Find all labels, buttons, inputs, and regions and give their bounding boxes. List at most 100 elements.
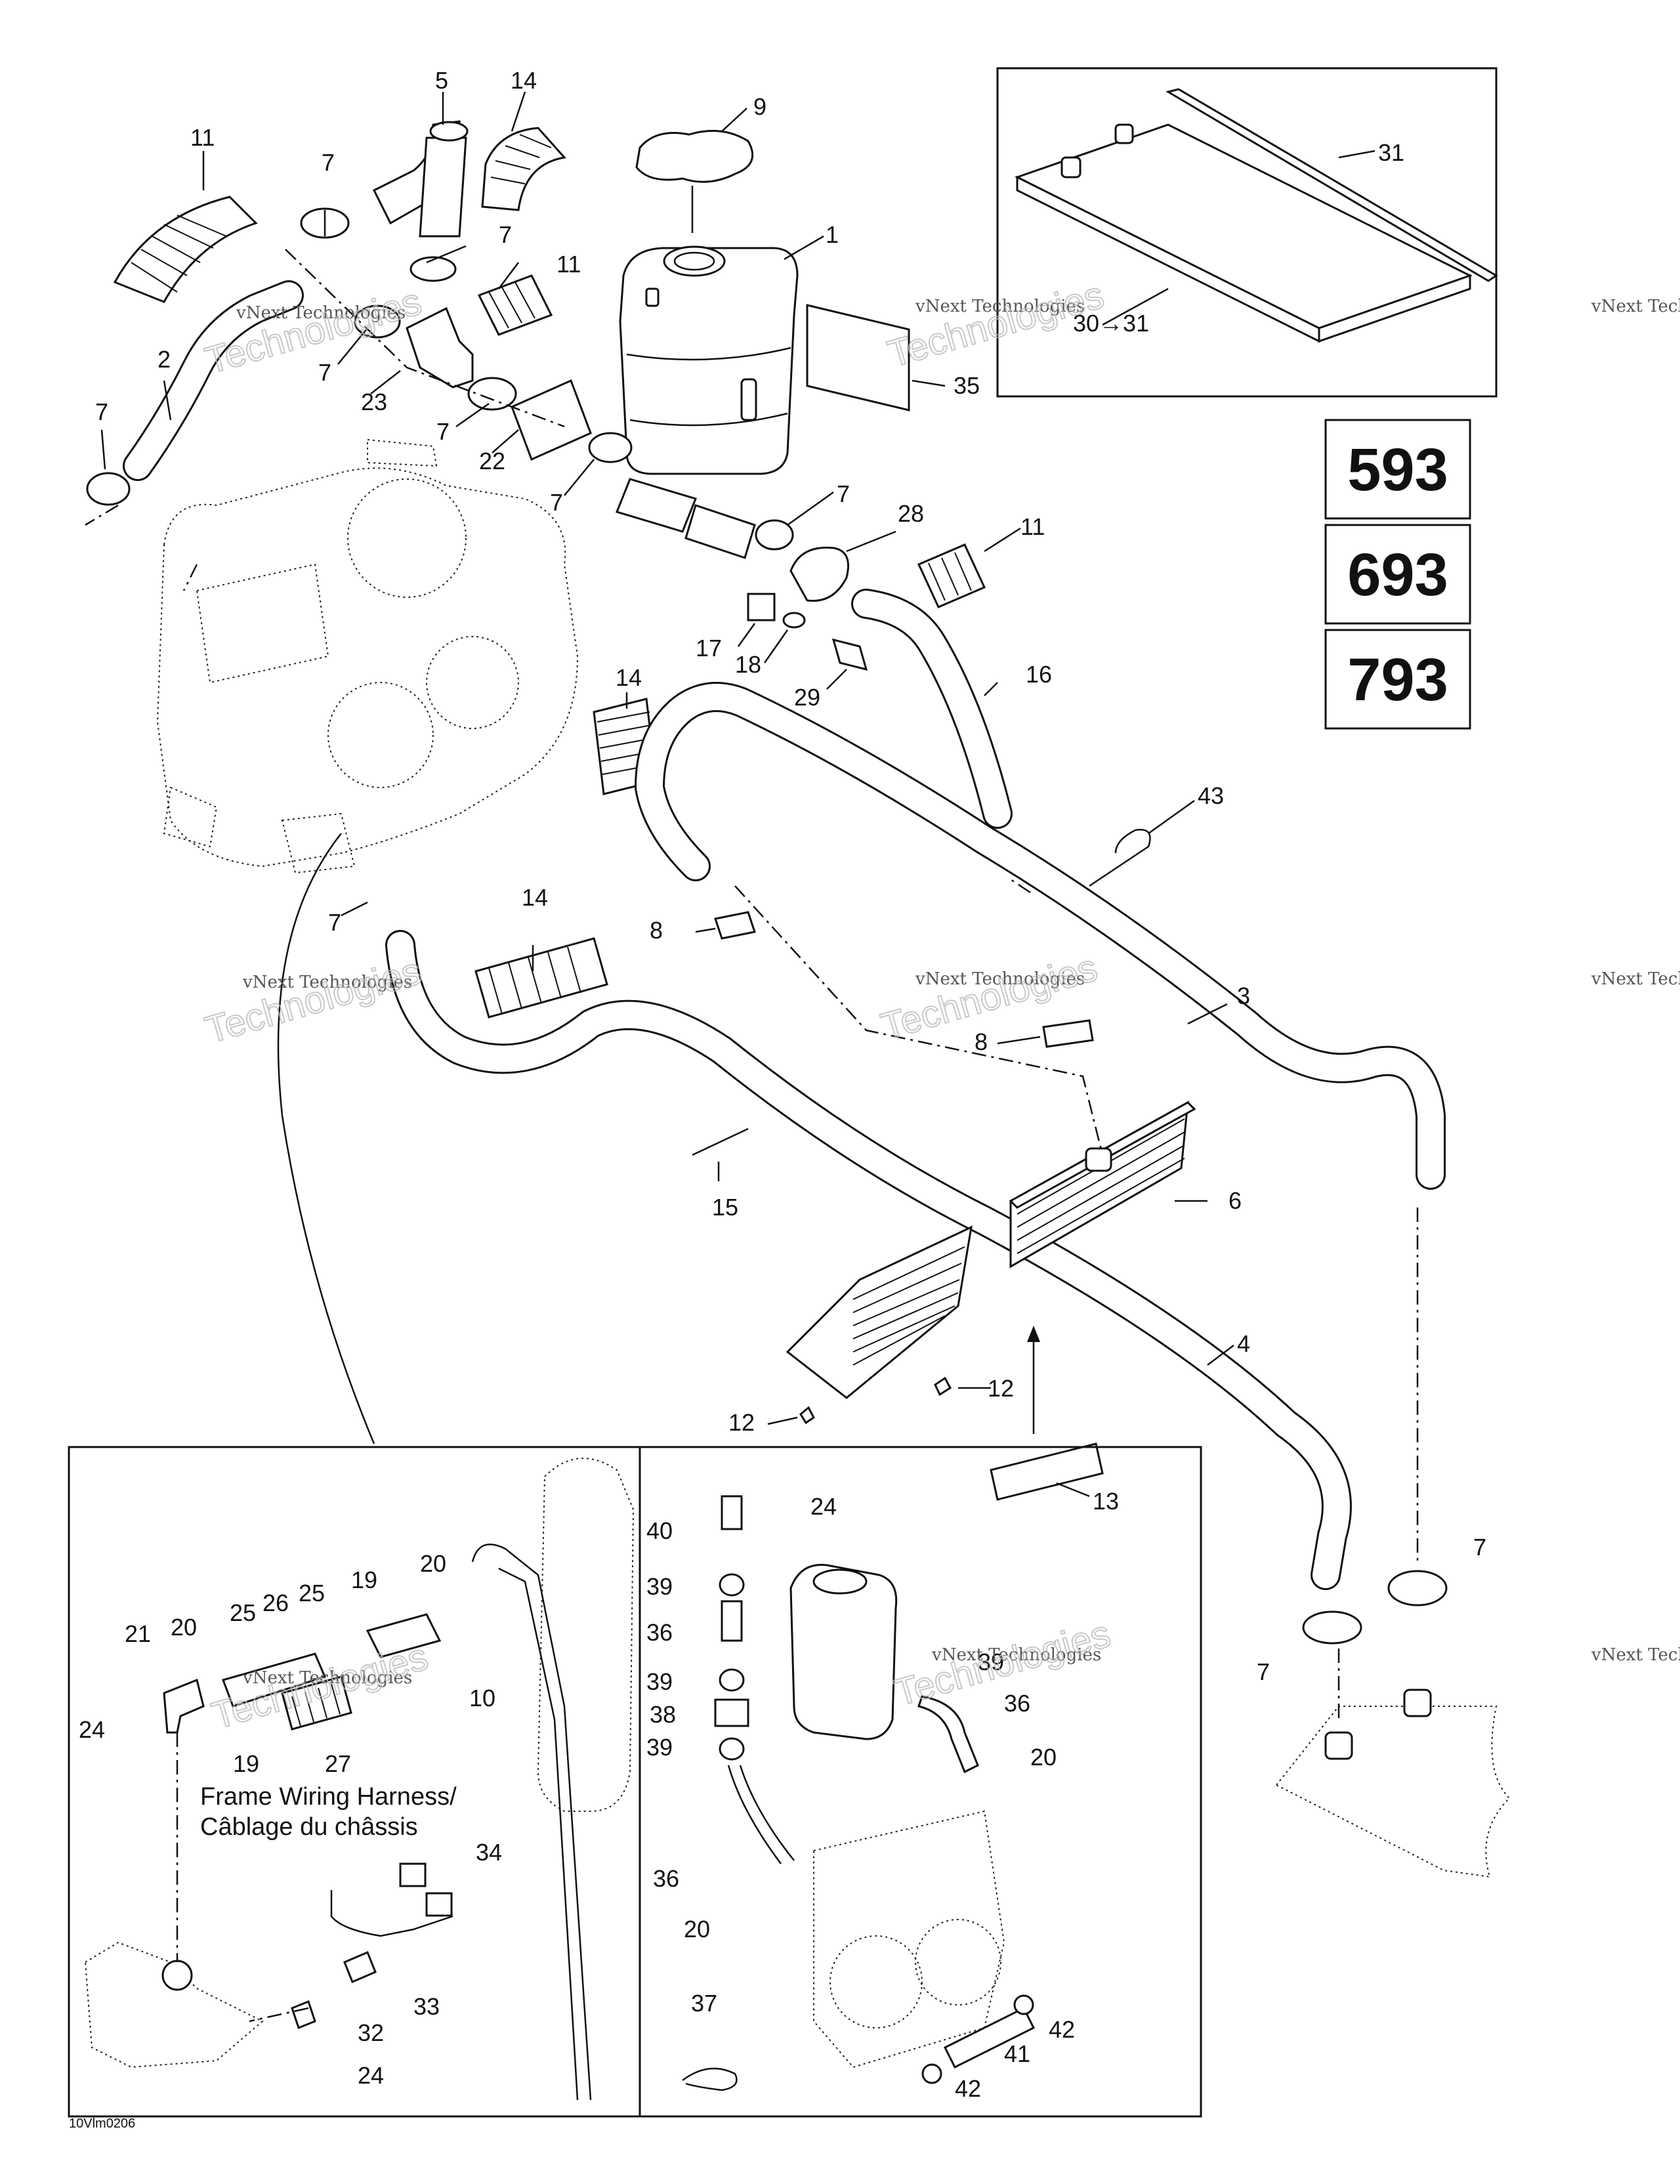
callout-39a: 39 [646,1573,673,1600]
hose-16 [851,589,1013,829]
callout-37: 37 [691,1990,717,2017]
model-code-693-text: 693 [1347,541,1448,608]
callout-16: 16 [1026,661,1052,688]
callout-39b: 39 [646,1668,673,1695]
callout-43: 43 [1198,782,1224,809]
watermark-7: vNext Technologies [1591,297,1680,316]
callout-39d: 39 [978,1648,1004,1675]
pin-15 [692,1127,749,1156]
clip-37 [682,2067,738,2091]
callout-labels: 1 2 3 4 5 6 7 7 7 7 7 7 7 7 7 7 8 8 9 10… [79,67,1486,2102]
connector-33 [343,1951,377,1983]
hose-14-lower [474,937,608,1018]
hose-4 [385,930,1352,1590]
carb-assembly-left [471,1458,635,2101]
callout-19b: 19 [351,1566,377,1593]
reservoir-small [789,1563,898,1740]
callout-22: 22 [479,448,505,474]
callout-15: 15 [712,1194,738,1221]
cable-tie-43 [1089,829,1151,887]
harness-34 [330,1862,453,1937]
callout-30: 30→31 [1073,310,1149,337]
watermark-4: vNext Technologies [915,969,1085,989]
callout-20d: 20 [684,1916,710,1942]
callout-12a: 12 [988,1375,1014,1402]
callout-42b: 42 [955,2075,981,2102]
callout-25a: 25 [230,1599,256,1626]
callout-36b: 36 [1004,1690,1030,1717]
hose-11-upper [113,196,258,303]
callout-17: 17 [696,635,722,662]
callout-7h: 7 [328,909,341,936]
callout-24c: 24 [358,2062,384,2089]
callout-12b: 12 [728,1409,755,1436]
callout-7d: 7 [436,418,450,445]
callout-3: 3 [1237,982,1250,1009]
callout-13: 13 [1093,1488,1119,1515]
callout-7g: 7 [95,398,108,425]
washer-18 [782,612,806,629]
model-code-593: 593 [1324,419,1471,520]
callout-7j: 7 [1257,1658,1270,1685]
callout-42a: 42 [1049,2016,1075,2043]
model-code-693: 693 [1324,524,1471,625]
heat-exchanger-6 [1009,1101,1196,1269]
spacer-8-lower [1042,1019,1094,1048]
filter-harness-26 [222,1652,352,1731]
callout-25b: 25 [299,1580,325,1606]
tee-fitting-23 [406,306,474,388]
sleeve-22 [511,379,592,461]
coupler-11-middle [477,274,553,336]
callout-41: 41 [1004,2040,1030,2067]
callout-19a: 19 [233,1750,259,1777]
heat-exchanger-lower [786,1225,973,1399]
outlet-nipples [615,478,756,559]
watermark-8: vNext Technologies [1591,969,1680,989]
callout-35: 35 [954,372,980,399]
fitting-21 [163,1678,205,1734]
callout-5: 5 [435,67,448,94]
wiring-harness-label-line1: Frame Wiring Harness/ [200,1783,457,1811]
callout-8a: 8 [650,917,663,944]
callout-11a: 11 [190,124,215,151]
callout-9: 9 [753,93,766,120]
callout-24a: 24 [79,1716,105,1743]
callout-2: 2 [158,346,171,373]
spacer-8-upper [714,911,756,940]
coolant-reservoir [619,245,799,475]
callout-34: 34 [476,1839,502,1866]
callout-1: 1 [826,221,839,248]
callout-32: 32 [358,2019,384,2046]
watermark-2: vNext Technologies [915,297,1085,316]
callout-7i: 7 [1473,1534,1486,1561]
inset-box-heat-shield [996,67,1498,398]
callout-39c: 39 [646,1734,673,1761]
watermark-1: vNext Technologies [236,303,406,323]
callout-18: 18 [735,651,761,678]
callout-7c: 7 [318,359,331,386]
watermark-3b: Technologies [201,950,426,1052]
drawing-code: 10Vlm0206 [69,2116,135,2131]
callout-31: 31 [1378,139,1404,166]
callout-36a: 36 [646,1619,673,1646]
callout-7f: 7 [837,480,850,507]
bracket-28 [789,546,849,602]
callout-7b: 7 [499,221,512,248]
hose-14-upper [481,127,566,211]
carb-bank [813,1810,1005,2068]
inset-box-harness [68,1446,1202,2118]
leader-lines [100,91,1234,1498]
model-code-793: 793 [1324,629,1471,730]
callout-7a: 7 [322,149,335,176]
callout-4: 4 [1237,1330,1250,1357]
callout-10: 10 [469,1685,495,1712]
warning-decal [806,304,910,411]
hose-3 [635,682,1446,1190]
callout-38: 38 [650,1701,676,1728]
bolt-29 [831,638,868,671]
tube-41 [921,1994,1036,2084]
callout-14b: 14 [616,664,642,691]
callout-40: 40 [646,1517,673,1544]
elbow-connector-5 [372,120,469,238]
watermark-6: vNext Technologies [931,1645,1101,1665]
